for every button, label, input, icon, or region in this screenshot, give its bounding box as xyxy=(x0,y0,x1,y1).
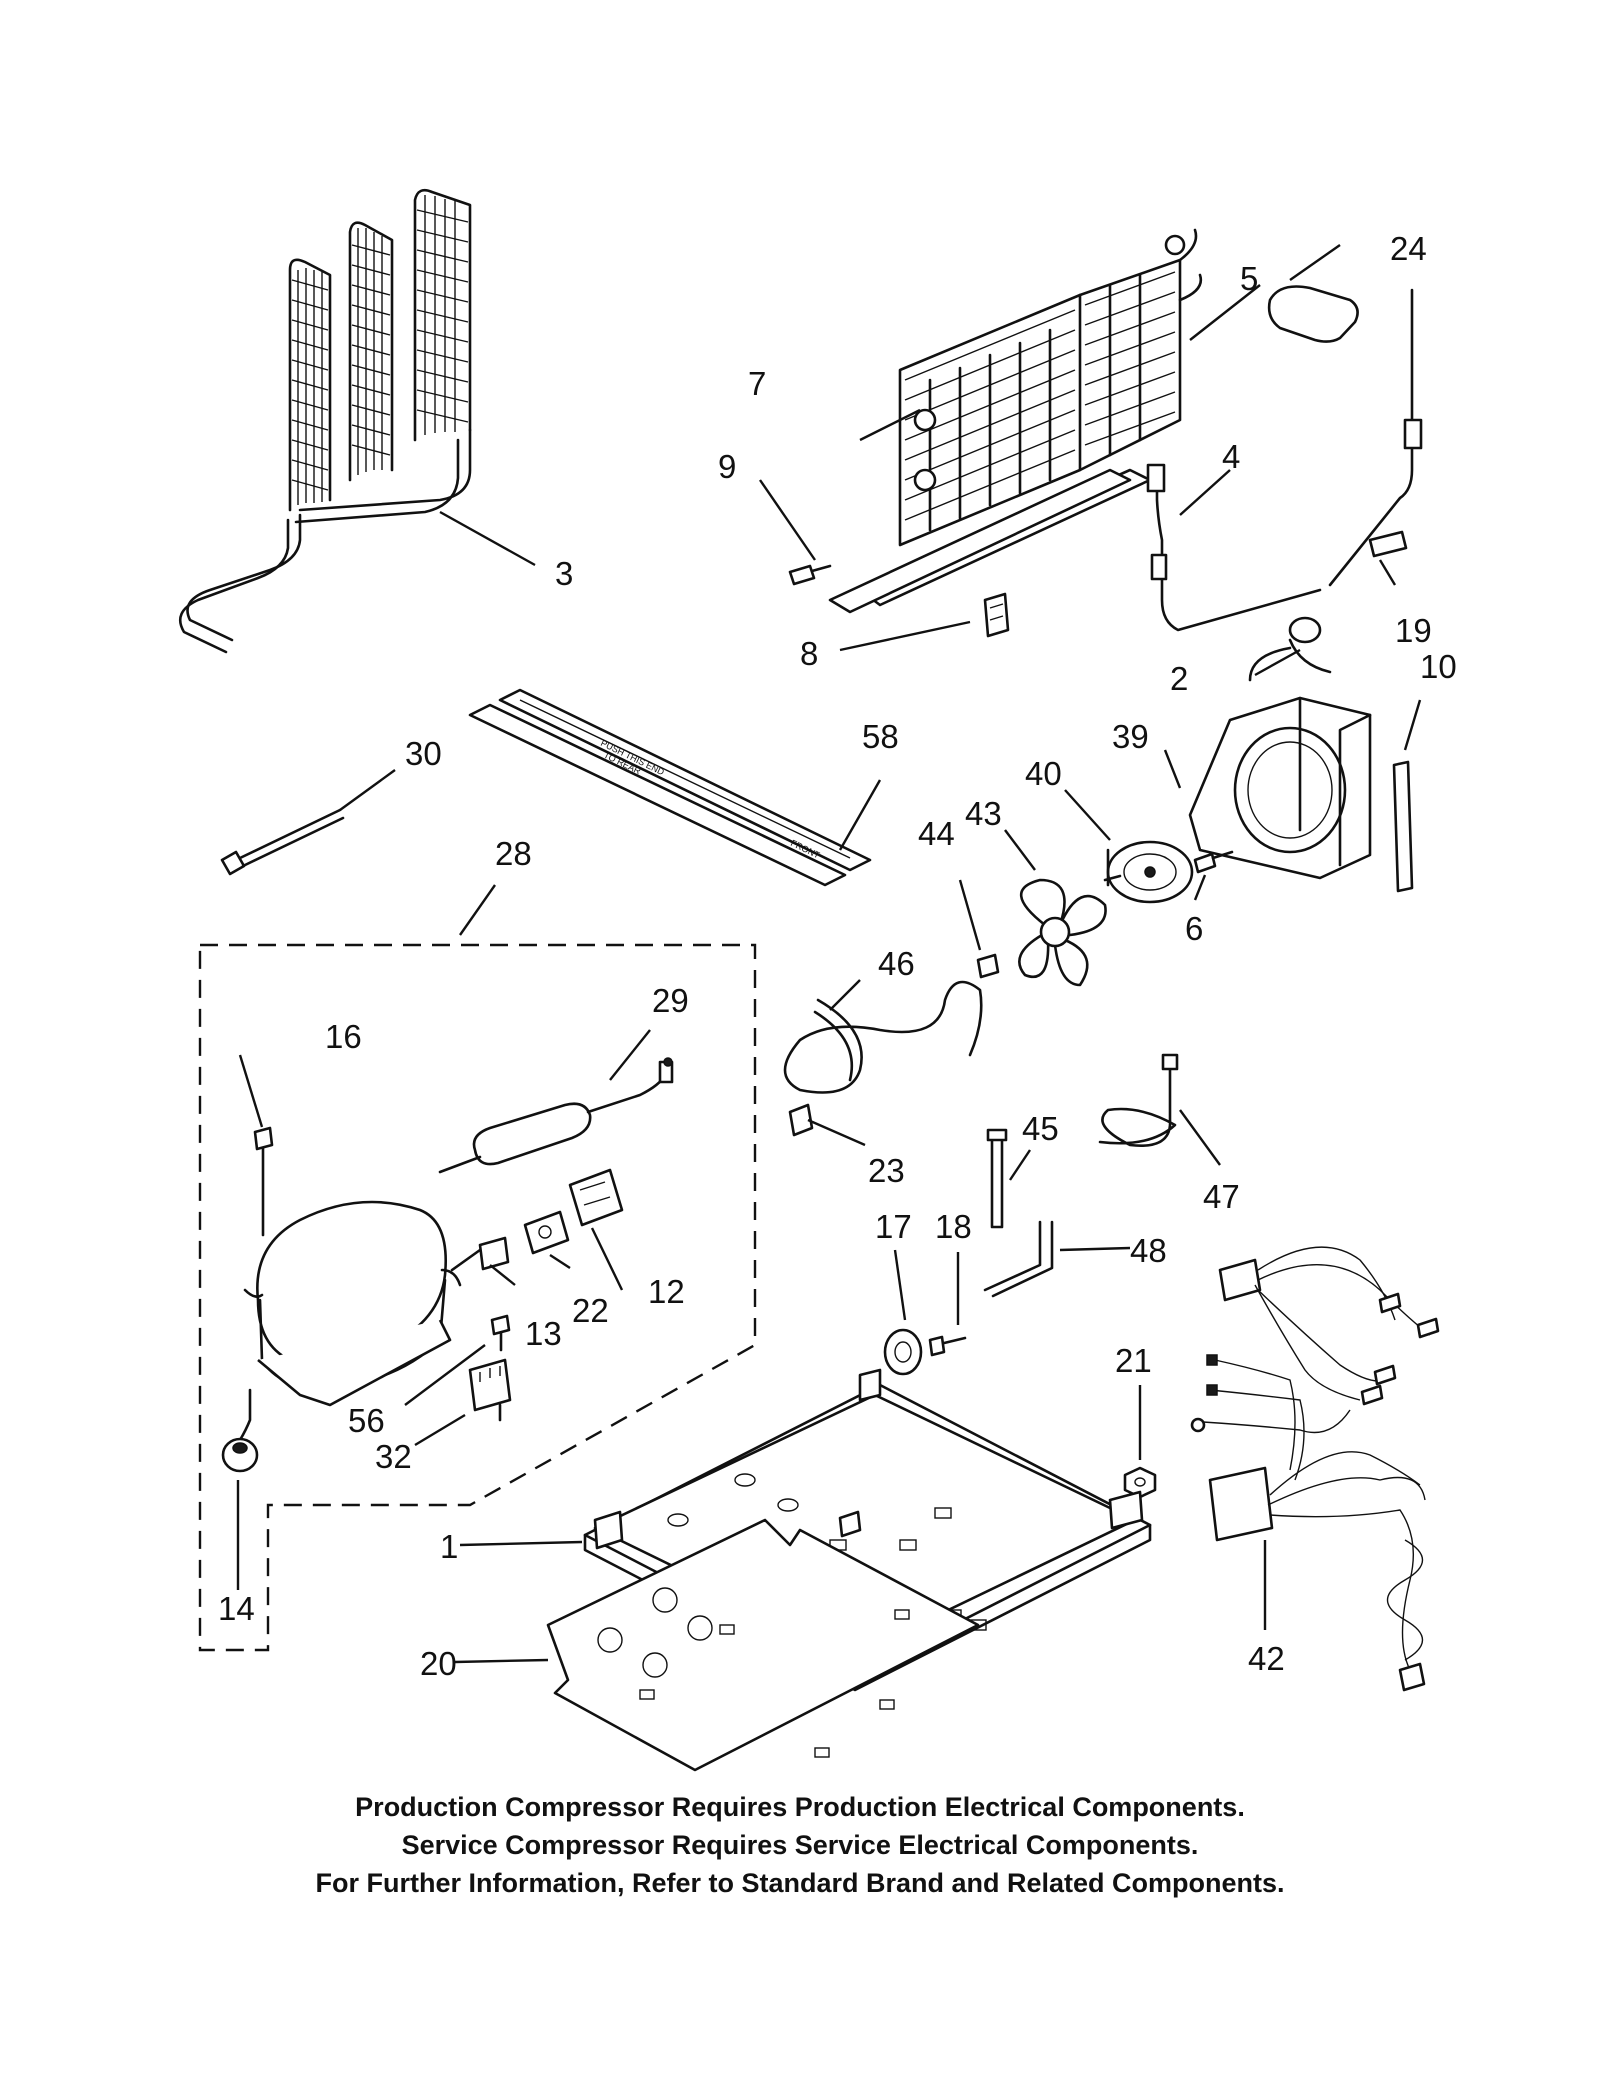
callout-47: 47 xyxy=(1203,1178,1240,1215)
callout-45: 45 xyxy=(1022,1110,1059,1147)
screw-6 xyxy=(1193,850,1234,874)
callout-20: 20 xyxy=(420,1645,457,1682)
callout-10: 10 xyxy=(1420,648,1457,685)
evaporator-coil xyxy=(828,228,1203,614)
callout-30: 30 xyxy=(405,735,442,772)
callout-46: 46 xyxy=(878,945,915,982)
callout-3: 3 xyxy=(555,555,573,592)
callout-7: 7 xyxy=(748,365,766,402)
callout-5: 5 xyxy=(1240,260,1258,297)
callout-2: 2 xyxy=(1170,660,1188,697)
callout-24: 24 xyxy=(1390,230,1427,267)
grommet-2 xyxy=(1248,616,1332,682)
callout-43: 43 xyxy=(965,795,1002,832)
grommet-17 xyxy=(883,1328,923,1376)
filter-drier-29 xyxy=(438,1057,674,1174)
grommet-14 xyxy=(221,1437,259,1473)
wire-10-lead xyxy=(1328,288,1423,587)
callout-28: 28 xyxy=(495,835,532,872)
callout-42: 42 xyxy=(1248,1640,1285,1677)
callout-1: 1 xyxy=(440,1528,458,1565)
notes-block: Production Compressor Requires Productio… xyxy=(0,1788,1600,1902)
relay-22 xyxy=(523,1210,570,1255)
clip-44 xyxy=(976,953,1000,979)
defrost-thermistor-4 xyxy=(1146,463,1322,632)
callout-21: 21 xyxy=(1115,1342,1152,1379)
clip-8 xyxy=(983,592,1010,638)
fan-shroud-39 xyxy=(1188,696,1372,880)
clip-23 xyxy=(788,1103,814,1137)
nut-21 xyxy=(1123,1466,1157,1499)
clip-19 xyxy=(1368,530,1408,558)
base-pan-20 xyxy=(546,1510,980,1772)
callout-8: 8 xyxy=(800,635,818,672)
drain-tube-46 xyxy=(783,980,983,1094)
bolt-18 xyxy=(928,1335,967,1357)
strip-10 xyxy=(1392,760,1414,893)
cable-tie-30 xyxy=(220,808,345,876)
wire-47 xyxy=(1098,1053,1179,1148)
callout-19: 19 xyxy=(1395,612,1432,649)
fan-blade-43 xyxy=(1018,878,1107,987)
condenser-coil xyxy=(179,188,472,654)
callout-13: 13 xyxy=(525,1315,562,1352)
callout-48: 48 xyxy=(1130,1232,1167,1269)
wiring-harness-42 xyxy=(1190,1246,1440,1692)
capacitor-32 xyxy=(468,1358,512,1422)
fan-motor-40 xyxy=(1103,840,1194,904)
callout-18: 18 xyxy=(935,1208,972,1245)
callout-40: 40 xyxy=(1025,755,1062,792)
callout-39: 39 xyxy=(1112,718,1149,755)
callout-14: 14 xyxy=(218,1590,255,1627)
tube-48 xyxy=(983,1220,1054,1298)
note-line-1: Production Compressor Requires Productio… xyxy=(355,1792,1245,1822)
screw-9 xyxy=(788,564,832,586)
callout-32: 32 xyxy=(375,1438,412,1475)
note-line-2: Service Compressor Requires Service Elec… xyxy=(401,1830,1199,1860)
screw-56 xyxy=(490,1314,511,1352)
callout-29: 29 xyxy=(652,982,689,1019)
cap-24 xyxy=(1267,285,1359,343)
compressor-kit-boundary-28 xyxy=(198,943,757,1652)
relay-cover-12 xyxy=(568,1168,624,1227)
callout-17: 17 xyxy=(875,1208,912,1245)
callout-23: 23 xyxy=(868,1152,905,1189)
callout-6: 6 xyxy=(1185,910,1203,947)
pin-45 xyxy=(986,1128,1008,1229)
callout-56: 56 xyxy=(348,1402,385,1439)
callout-4: 4 xyxy=(1222,438,1240,475)
callout-58: 58 xyxy=(862,718,899,755)
callout-22: 22 xyxy=(572,1292,609,1329)
compressor xyxy=(238,1200,462,1442)
screw-16 xyxy=(253,1126,274,1237)
leader-lines xyxy=(236,244,1422,1664)
note-line-3: For Further Information, Refer to Standa… xyxy=(315,1868,1285,1898)
callout-12: 12 xyxy=(648,1273,685,1310)
callout-44: 44 xyxy=(918,815,955,852)
callout-16: 16 xyxy=(325,1018,362,1055)
callout-labels: 3 7 9 8 5 24 4 19 10 2 39 40 43 44 6 58 … xyxy=(218,230,1457,1682)
callout-9: 9 xyxy=(718,448,736,485)
overload-13 xyxy=(450,1236,510,1272)
